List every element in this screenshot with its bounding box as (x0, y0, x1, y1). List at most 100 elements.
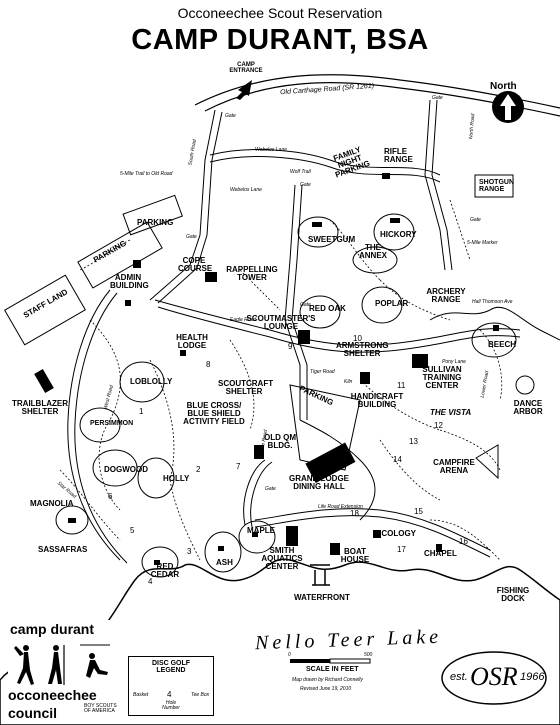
road-5mile-marker: 5-Mile Marker (467, 240, 498, 246)
label-handicraft-building: HANDICRAFT BUILDING (350, 392, 404, 409)
osr-year: 1966 (520, 671, 545, 683)
label-health-lodge: HEALTH LODGE (176, 333, 208, 350)
map-subtitle: Occoneechee Scout Reservation (177, 5, 383, 21)
disc-golf-hole: 2 (196, 465, 201, 474)
disc-golf-hole: 12 (434, 421, 443, 430)
road-wolf: Wolf Trail (290, 169, 311, 175)
scale-zero: 0 (288, 652, 291, 658)
label-the-annex: THE ANNEX (358, 243, 387, 260)
label-admin-building: ADMIN BUILDING (110, 273, 149, 290)
label-scoutmasters-lounge: SCOUTMASTER'S LOUNGE (246, 314, 316, 331)
label-shotgun-range: SHOTGUN RANGE (479, 179, 514, 193)
label-chapel: CHAPEL (424, 549, 457, 558)
road-tiger: Tiger Road (310, 369, 335, 375)
north-arrow-icon (492, 91, 524, 123)
label-smith-aquatics-center: SMITH AQUATICS CENTER (261, 546, 303, 571)
label-ecology: ECOLOGY (376, 529, 417, 538)
label-waterfront: WATERFRONT (294, 593, 350, 602)
road-eagle: Eagle Road (230, 317, 257, 323)
disc-golf-legend: DISC GOLF LEGEND Basket 4 Tee Box Hole N… (128, 656, 214, 716)
label-rifle-range: RIFLE RANGE (384, 147, 413, 164)
label-trailblazer-shelter: TRAILBLAZER SHELTER (12, 399, 68, 416)
logo-line-camp-durant: camp durant (10, 621, 95, 637)
osr-est: est. (450, 671, 468, 683)
label-red-oak: RED OAK (309, 304, 346, 313)
gate-label: Gate (300, 302, 311, 308)
disc-golf-hole: 4 (148, 577, 153, 586)
legend-title: DISC GOLF LEGEND (151, 660, 191, 674)
label-red-cedar: RED CEDAR (150, 562, 180, 579)
disc-golf-hole: 16 (459, 537, 468, 546)
entrance-arrow-icon (236, 80, 252, 100)
road-webelos-top: Webelos Lane (255, 147, 287, 153)
road-5mile-old: 5-Mile Trail to Old Road (120, 171, 173, 177)
label-armstrong-shelter: ARMSTRONG SHELTER (336, 341, 389, 358)
label-camp-entrance: CAMP ENTRANCE (229, 62, 263, 74)
disc-golf-hole: 14 (393, 455, 402, 464)
disc-golf-hole: 1 (139, 407, 144, 416)
disc-golf-hole: 6 (108, 492, 113, 501)
label-the-vista: THE VISTA (430, 408, 472, 417)
road-pony: Pony Lane (442, 359, 466, 365)
label-old-qm-bldg: OLD QM BLDG. (264, 433, 296, 450)
label-boat-house: BOAT HOUSE (340, 547, 370, 564)
disc-golf-hole: 17 (397, 545, 406, 554)
scale-max: 500 (364, 652, 373, 658)
label-sweetgum: SWEETGUM (308, 235, 356, 244)
legend-sample-hole: 4 (167, 690, 172, 699)
camp-durant-logo (8, 620, 124, 720)
disc-golf-hole: 10 (353, 334, 362, 343)
label-grand-lodge-dining-hall: GRAND LODGE DINING HALL (289, 474, 349, 491)
gate-label: Gate (432, 95, 443, 101)
logo-line-council: council (8, 705, 58, 721)
osr-mark: OSR (470, 662, 518, 691)
credit-revised: Revised June 19, 2010 (300, 686, 352, 692)
gate-label: Gate (300, 182, 311, 188)
label-hickory: HICKORY (380, 230, 417, 239)
label-loblolly: LOBLOLLY (130, 377, 173, 386)
disc-golf-hole: 8 (206, 360, 211, 369)
label-dogwood: DOGWOOD (104, 465, 148, 474)
label-sullivan-training-center: SULLIVAN TRAINING CENTER (422, 365, 462, 390)
label-parking-mid: PARKING (137, 218, 174, 227)
disc-golf-hole: 11 (397, 381, 406, 390)
campsites (55, 213, 517, 578)
road-life-ext: Life Road Extension (318, 504, 363, 510)
logo-bsa: BOY SCOUTS OF AMERICA (84, 703, 117, 714)
label-dance-arbor: DANCE ARBOR (513, 399, 543, 416)
label-poplar: POPLAR (375, 299, 409, 308)
gate-label: Gate (225, 113, 236, 119)
label-persimmon: PERSIMMON (90, 420, 134, 427)
road-webelos-left: Webelos Lane (230, 187, 262, 193)
label-ash: ASH (216, 558, 233, 567)
trails (59, 199, 503, 561)
label-blue-cross-activity-field: BLUE CROSS/ BLUE SHIELD ACTIVITY FIELD (183, 401, 245, 426)
label-beech: BEECH (488, 340, 517, 349)
label-scoutcraft-shelter: SCOUTCRAFT SHELTER (218, 379, 274, 396)
label-magnolia: MAGNOLIA (30, 499, 74, 508)
label-rappelling-tower: RAPPELLING TOWER (226, 265, 278, 282)
road-network (67, 99, 521, 564)
disc-golf-hole: 5 (130, 526, 135, 535)
legend-hole-number: Hole Number (162, 700, 180, 711)
osr-badge (441, 651, 547, 705)
label-maple: MAPLE (247, 526, 275, 535)
disc-golf-hole: 3 (187, 547, 192, 556)
scale-label: SCALE IN FEET (306, 666, 359, 673)
disc-golf-hole: 15 (414, 507, 423, 516)
disc-golf-hole: 7 (236, 462, 241, 471)
label-sassafras: SASSAFRAS (38, 545, 88, 554)
legend-basket: Basket (133, 692, 149, 698)
label-cope-course: COPE COURSE (178, 256, 213, 273)
gate-label: Gate (470, 217, 481, 223)
label-campfire-arena: CAMPFIRE ARENA (433, 458, 475, 475)
label-holly: HOLLY (163, 474, 190, 483)
label-archery-range: ARCHERY RANGE (426, 287, 466, 304)
disc-golf-hole: 9 (288, 342, 293, 351)
scale-bar (290, 658, 371, 664)
north-label: North (490, 81, 517, 92)
legend-tee-box: Tee Box (191, 692, 210, 698)
credit-drawn-by: Map drawn by Richard Connelly (292, 677, 363, 683)
label-fishing-dock: FISHING DOCK (496, 586, 530, 603)
